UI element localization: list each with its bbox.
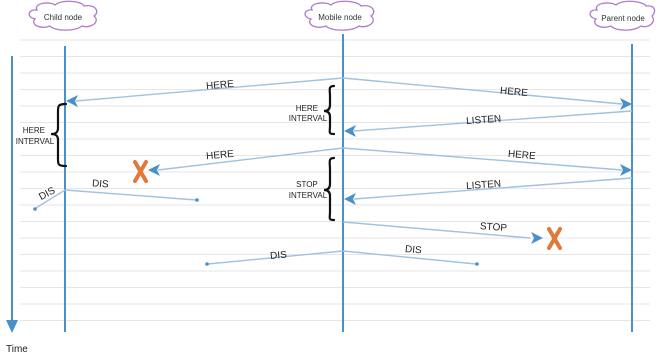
brace-child-here-interval	[50, 102, 68, 168]
arrowhead-here-child-1	[66, 95, 78, 107]
stop-arrow	[342, 221, 531, 239]
child-node-header: Child node	[28, 0, 98, 31]
dis-arrow-mobile-right	[342, 250, 477, 265]
cross-icon-child	[133, 160, 148, 183]
child-node-cloud	[28, 0, 98, 31]
arrowhead-here-child-2	[148, 164, 160, 176]
mobile-node-label: Mobile node	[318, 13, 362, 22]
brace-label-mobile-stop-line1: STOP	[296, 180, 318, 189]
cross-icon-parent	[547, 227, 562, 250]
dis-arrow-child-left	[35, 189, 66, 209]
listen-arrow-1	[353, 110, 633, 132]
label-dis-child-right: DIS	[92, 178, 110, 190]
arrowhead-listen-1	[344, 125, 356, 137]
label-here-to-parent-2: HERE	[507, 149, 536, 162]
message-labels: HERE HERE LISTEN HERE HERE LISTEN STOP D…	[37, 79, 536, 262]
dis-dot-mobile-left	[205, 262, 209, 266]
label-listen-2: LISTEN	[466, 179, 502, 192]
brace-label-child-here-line2: INTERVAL	[16, 137, 55, 146]
child-node-label: Child node	[44, 13, 83, 22]
background-gridlines	[20, 39, 650, 321]
label-stop: STOP	[480, 221, 508, 234]
interval-braces	[50, 84, 336, 222]
dis-arrow-child-right	[64, 189, 197, 201]
dis-arrow-mobile-left	[207, 250, 344, 265]
arrowhead-here-parent-2	[620, 164, 632, 176]
parent-node-cloud	[589, 0, 656, 31]
parent-node-header: Parent node	[589, 0, 656, 31]
dis-dot-child-left	[33, 207, 37, 211]
label-dis-mobile-left: DIS	[270, 250, 288, 262]
brace-mobile-here-interval	[323, 84, 336, 136]
message-arrows	[35, 77, 633, 265]
dis-arrowheads	[33, 198, 479, 266]
brace-label-child-here: HERE INTERVAL	[16, 126, 55, 146]
brace-label-mobile-stop-line2: INTERVAL	[289, 191, 328, 200]
brace-labels: HERE INTERVAL HERE INTERVAL STOP INTERVA…	[16, 104, 328, 200]
dis-dot-mobile-right	[475, 262, 479, 266]
label-here-to-child-1: HERE	[206, 79, 235, 92]
mobile-node-cloud	[304, 0, 375, 31]
listen-arrow-2	[353, 177, 633, 200]
brace-label-mobile-here: HERE INTERVAL	[289, 104, 328, 123]
arrowheads	[66, 95, 632, 244]
arrowhead-here-parent-1	[620, 98, 632, 110]
brace-label-mobile-stop: STOP INTERVAL	[289, 180, 328, 200]
arrowhead-listen-2	[344, 193, 356, 205]
brace-label-mobile-here-line1: HERE	[296, 104, 318, 113]
here-arrow-to-child-1	[75, 77, 344, 102]
here-arrow-to-parent-1	[342, 77, 623, 105]
brace-label-mobile-here-line2: INTERVAL	[289, 114, 328, 123]
time-axis-arrowhead	[6, 320, 18, 333]
brace-label-child-here-line1: HERE	[23, 126, 45, 135]
label-here-to-child-2: HERE	[206, 149, 235, 162]
time-axis-label: Time	[6, 344, 28, 355]
arrowhead-stop	[531, 232, 543, 244]
parent-node-label: Parent node	[601, 14, 645, 23]
label-here-to-parent-1: HERE	[500, 86, 529, 99]
lost-message-crosses	[133, 160, 562, 250]
time-axis: Time	[6, 56, 28, 355]
mobile-node-header: Mobile node	[304, 0, 375, 31]
here-arrow-to-parent-2	[342, 147, 623, 171]
label-dis-mobile-right: DIS	[405, 244, 423, 256]
label-dis-child-left: DIS	[37, 185, 57, 203]
brace-mobile-stop-interval	[323, 156, 336, 222]
here-arrow-to-child-2	[157, 147, 344, 171]
dis-dot-child-right	[195, 198, 199, 202]
label-listen-1: LISTEN	[466, 114, 502, 127]
